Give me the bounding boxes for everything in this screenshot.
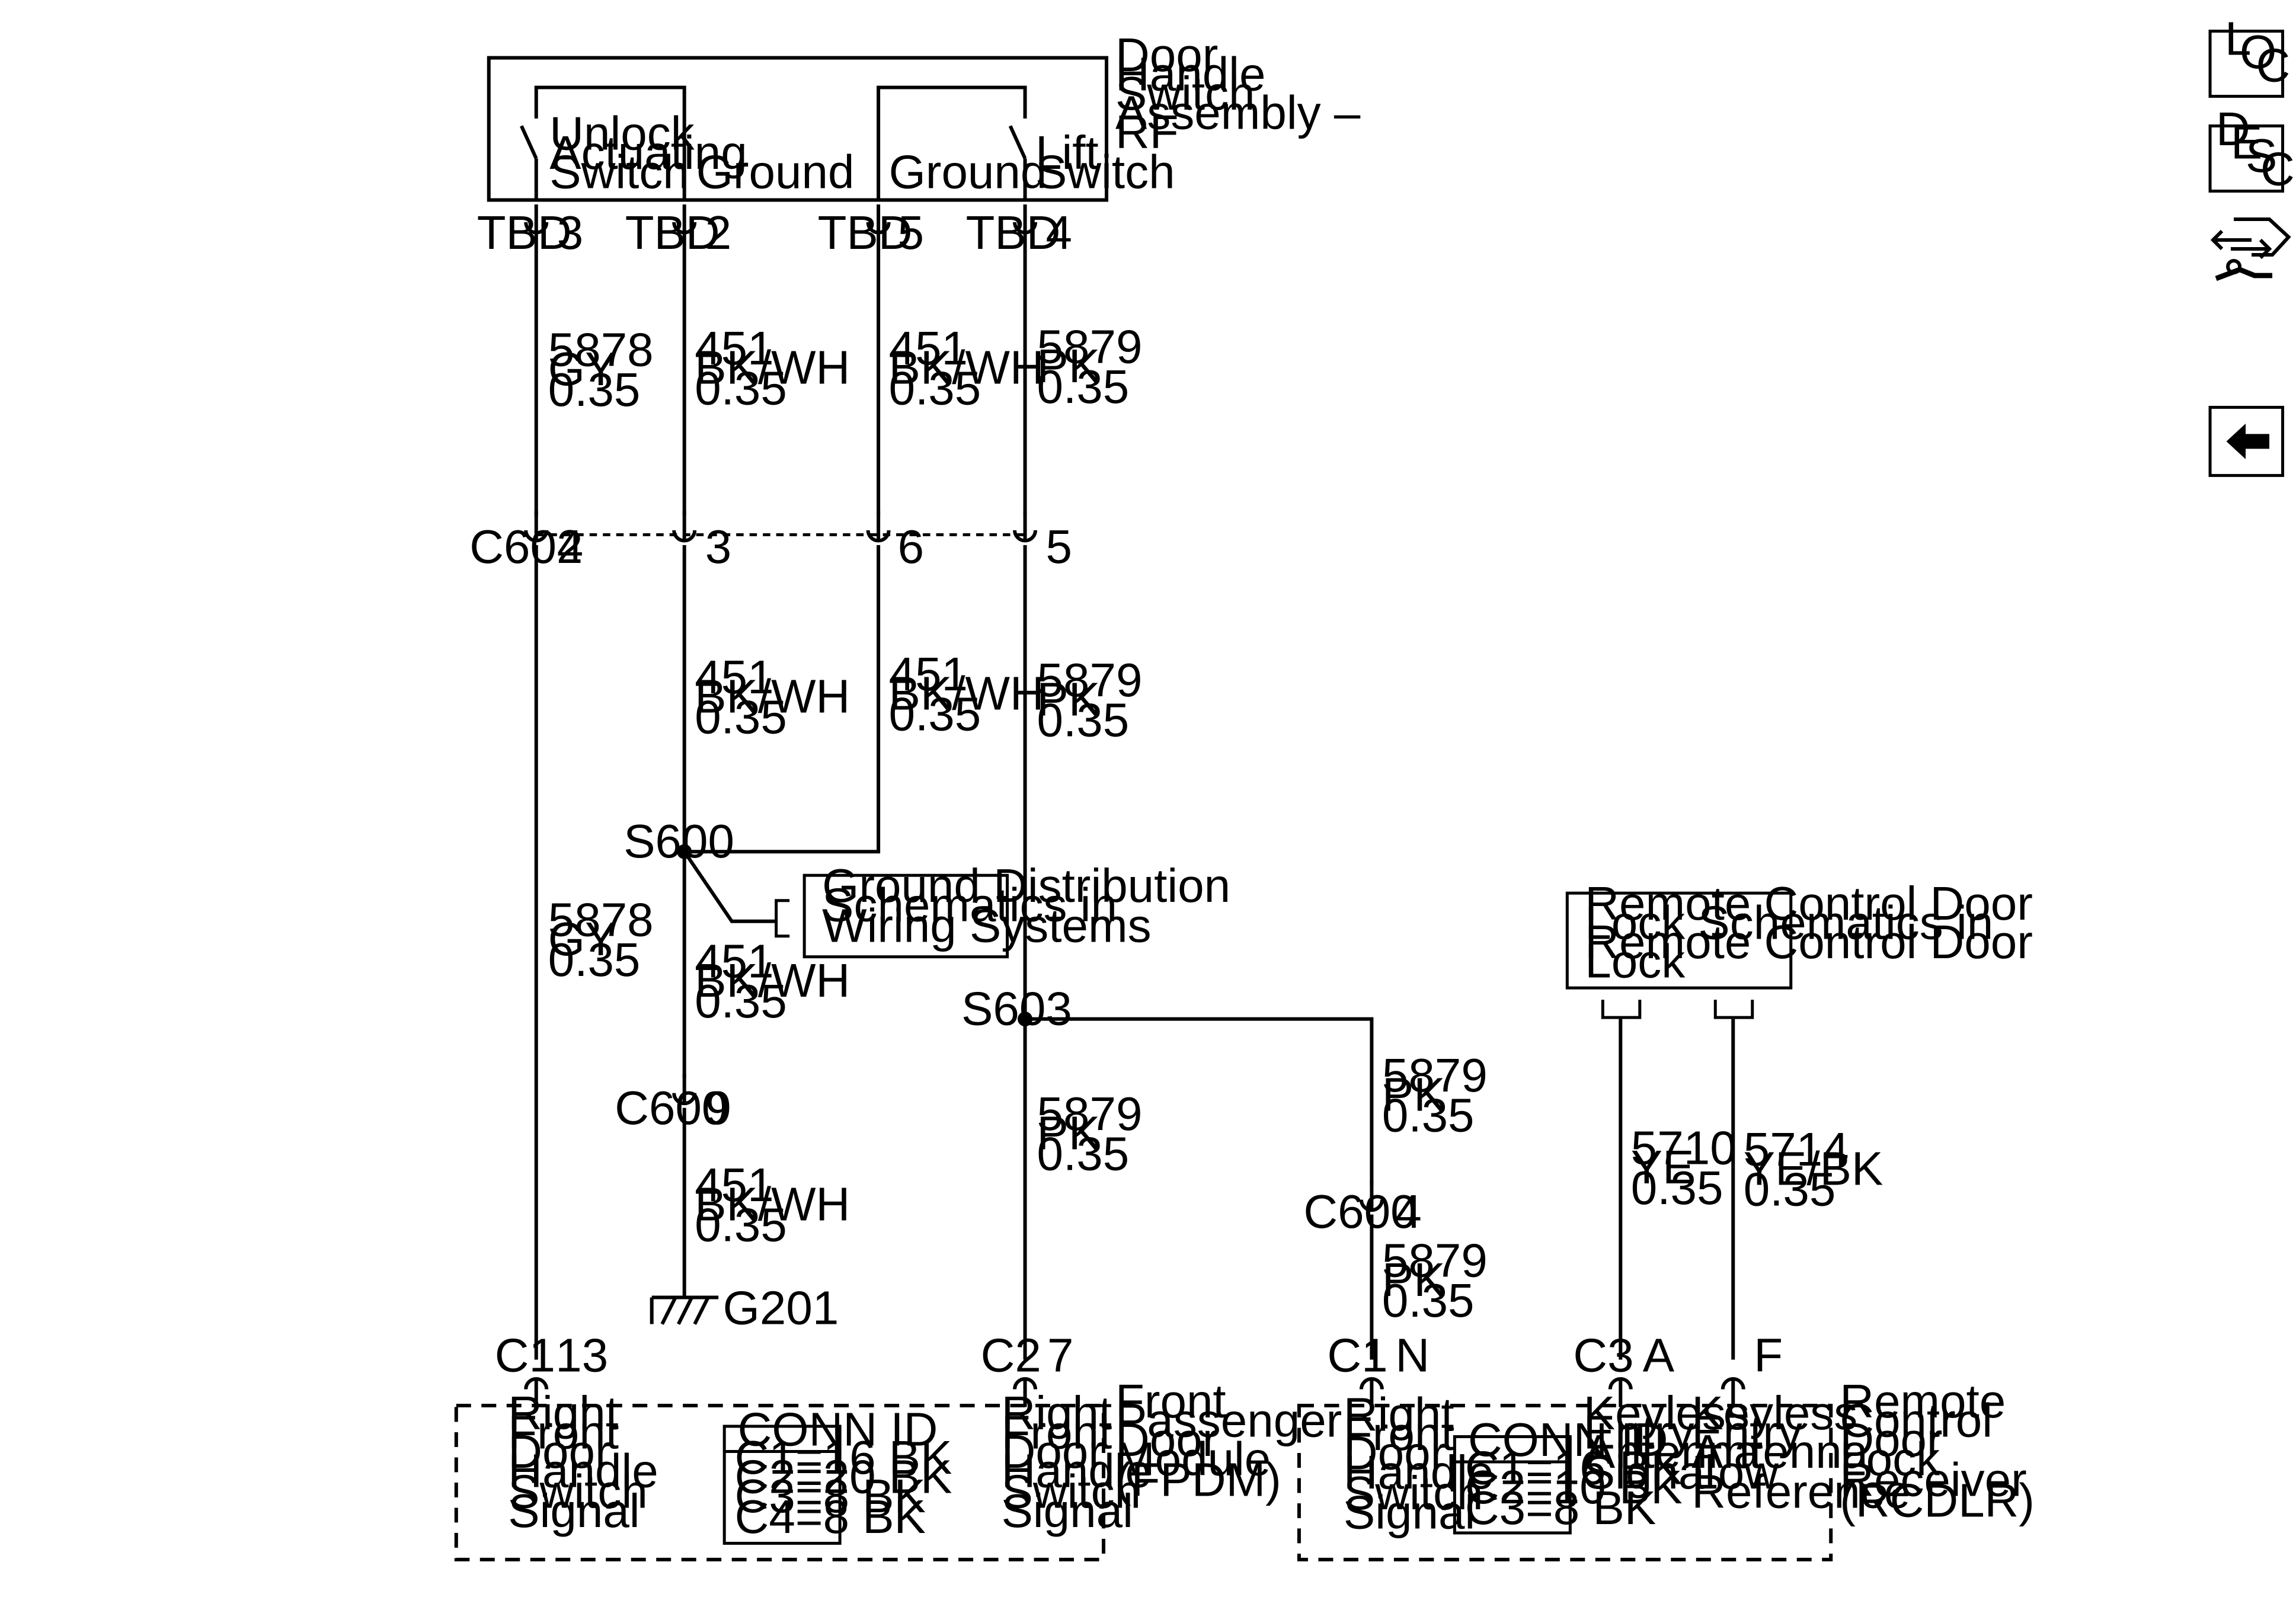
splice-s603 xyxy=(1018,1012,1033,1027)
switch-internal-wiring xyxy=(520,85,1027,200)
pin-label: F xyxy=(1754,1329,1783,1382)
unlock-switch-contact xyxy=(520,125,538,159)
wire-label-bkwh-upper-a: 451BK/WH0.35 xyxy=(695,322,850,414)
connector-end-view-icon[interactable] xyxy=(2210,217,2291,281)
pin-label: 4 xyxy=(1046,206,1072,259)
wire-label-pk-lower: 5879PK0.35 xyxy=(1037,1087,1143,1180)
splice-s600-label: S600 xyxy=(623,815,734,868)
wire-label-pk-branch: 5879PK0.35 xyxy=(1382,1049,1488,1141)
pin-label: 4 xyxy=(557,520,583,573)
conn-label: TBD xyxy=(818,206,913,259)
wire-label-pk-rcdlr: 5879PK0.35 xyxy=(1382,1234,1488,1327)
wire-labels: 5878GY0.35 451BK/WH0.35 451BK/WH0.35 587… xyxy=(548,320,1884,1327)
fpdm-signal-left: Right Front Door Handle Switch Signal xyxy=(508,1387,671,1537)
pin-label: 7 xyxy=(1047,1329,1073,1382)
ground-label-a: Ground xyxy=(696,146,855,199)
desc-button[interactable]: D E S C xyxy=(2208,103,2295,196)
rcdlr-signal-lowref: Keyless Entry Antenna Low Reference xyxy=(1691,1387,1910,1518)
door-handle-switch-label: Door Handle Switch Assembly – RF xyxy=(1115,28,1374,158)
conn-id-title: CONN ID xyxy=(1468,1413,1668,1466)
pin-label: 5 xyxy=(1046,520,1072,573)
conn-label: TBD xyxy=(966,206,1061,259)
wire-label-ye: 5710YE0.35 xyxy=(1631,1122,1737,1214)
unlock-switch-label: Unlock Actuating Switch xyxy=(549,107,760,199)
wire-label-bkwh-ground: 451BK/WH0.35 xyxy=(695,1158,850,1251)
pin-label: 9 xyxy=(705,1081,731,1134)
lift-switch-label: Lift Switch xyxy=(1035,126,1175,198)
ground-distribution-reference-label: Ground Distribution Schematics in Wiring… xyxy=(822,859,1243,952)
conn-label: C1 xyxy=(1327,1329,1387,1382)
conn-label: C2 xyxy=(981,1329,1041,1382)
pin-label: 6 xyxy=(898,520,924,573)
ground-g201-symbol xyxy=(650,1295,719,1325)
fpdm-conn-id-table: CONN ID C1=16 BK C2=20 BK C3=8 BK C4=8 B… xyxy=(722,1403,965,1545)
pin-label: 5 xyxy=(898,206,924,259)
lift-switch-contact xyxy=(1008,125,1027,159)
desc-button-label: D E S C xyxy=(2216,103,2295,195)
pin-label: 3 xyxy=(557,206,583,259)
pin-label: 13 xyxy=(555,1329,608,1382)
rcdlr-conn-id-table: CONN ID C1=16 BK C2=10 BK C3=8 BK xyxy=(1453,1413,1696,1535)
conn-id-title: CONN ID xyxy=(738,1403,938,1455)
fpdm-module-label: Front Passenger Door Module (FPDM) xyxy=(1115,1375,1355,1506)
loc-button-label: L O C xyxy=(2225,12,2290,92)
splice-s603-label: S603 xyxy=(961,982,1072,1035)
wire-label-pk-upper: 5879PK0.35 xyxy=(1037,320,1143,412)
conn-label: C600 xyxy=(1303,1185,1416,1238)
wire-label-yebk: 5714YE/BK0.35 xyxy=(1744,1123,1884,1215)
remote-control-reference[interactable]: Remote Control Door Lock Schematics in R… xyxy=(1565,877,2046,1019)
fpdm-signal-right: Right Front Door Handle Switch Signal xyxy=(1002,1387,1165,1537)
wire-label-bkwh-lower: 451BK/WH0.35 xyxy=(695,935,850,1028)
wire-label-gy-upper: 5878GY0.35 xyxy=(548,323,654,415)
loc-button[interactable]: L O C xyxy=(2208,12,2290,98)
remote-control-reference-label: Remote Control Door Lock Schematics in R… xyxy=(1585,877,2046,987)
door-handle-switch-box xyxy=(487,56,1109,202)
wire-label-pk-mid: 5879PK0.35 xyxy=(1037,654,1143,746)
pin-label: 2 xyxy=(705,206,731,259)
pin-label: A xyxy=(1643,1329,1675,1382)
rcdlr-module-box xyxy=(1297,1403,1833,1561)
ground-label-b: Ground xyxy=(889,146,1047,199)
pin-label: N xyxy=(1395,1329,1430,1382)
conn-id-rows: C1=16 BK C2=20 BK C3=8 BK C4=8 BK xyxy=(735,1431,965,1543)
conn-label: C3 xyxy=(1573,1329,1633,1382)
wire-label-bkwh-upper-b: 451BK/WH0.35 xyxy=(889,322,1044,414)
fpdm-module-box xyxy=(454,1403,1106,1561)
conn-label: C602 xyxy=(469,520,583,573)
conn-label: TBD xyxy=(625,206,720,259)
rcdlr-module-label: Remote Control Door Lock Receiver (RCDLR… xyxy=(1840,1375,2040,1526)
pin-label: 4 xyxy=(1395,1185,1421,1238)
ground-distribution-reference[interactable]: Ground Distribution Schematics in Wiring… xyxy=(775,859,1244,959)
conn-label: C600 xyxy=(615,1081,728,1134)
wire-label-bkwh-mid-a: 451BK/WH0.35 xyxy=(695,651,850,743)
wire-label-bkwh-mid-b: 451BK/WH0.35 xyxy=(889,648,1044,740)
conn-label: C1 xyxy=(495,1329,555,1382)
conn-id-rows: C1=16 BK C2=10 BK C3=8 BK xyxy=(1465,1441,1696,1534)
pin-label: 3 xyxy=(705,520,731,573)
back-arrow-icon[interactable] xyxy=(2208,405,2285,477)
splice-s600 xyxy=(677,844,692,859)
rcdlr-signal-antenna: Keyless Entry Antenna Signal xyxy=(1584,1387,1773,1499)
ground-g201-label: G201 xyxy=(723,1282,839,1334)
wires xyxy=(534,229,1735,1360)
connector-labels: TBD 3 TBD 2 TBD 5 TBD 4 C602 4 3 6 5 C60… xyxy=(469,206,1783,1382)
rcdlr-signal-left: Right Front Door Handle Switch Signal xyxy=(1344,1388,1507,1538)
wire-label-gy-lower: 5878GY0.35 xyxy=(548,894,654,986)
conn-label: TBD xyxy=(477,206,572,259)
